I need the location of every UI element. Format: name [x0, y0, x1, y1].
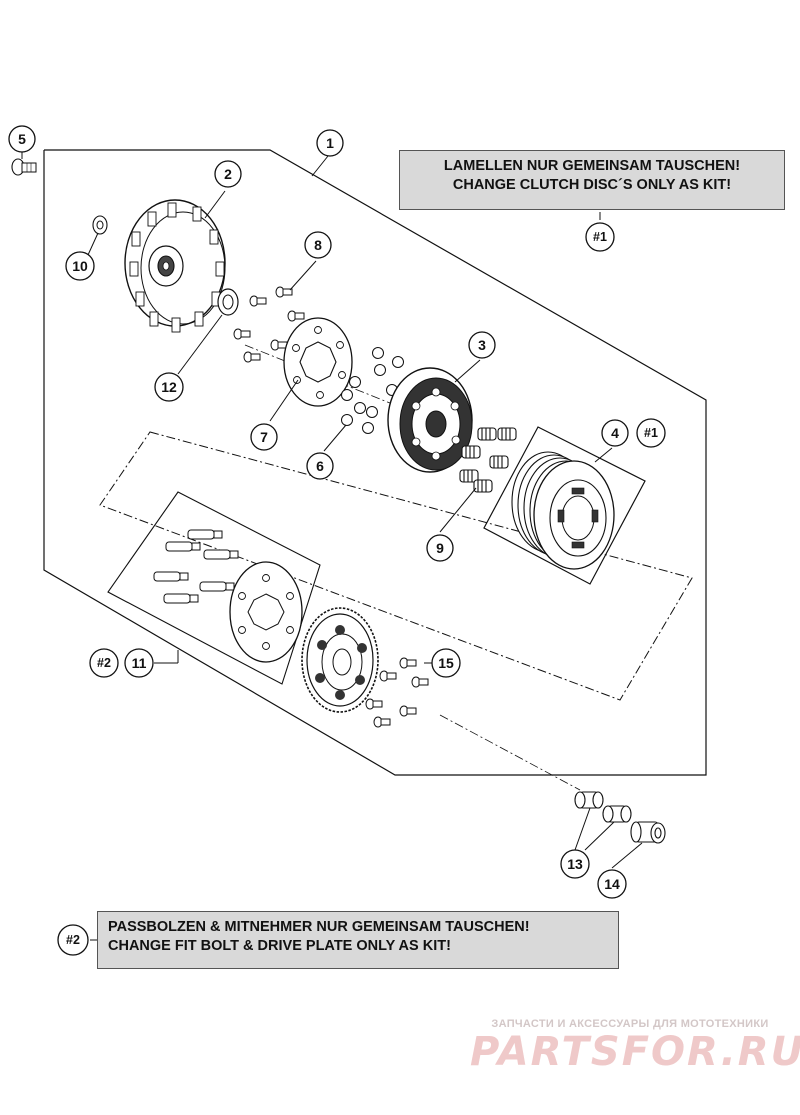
svg-text:11: 11 — [132, 655, 147, 671]
spring — [473, 479, 493, 493]
watermark-tagline: ЗАПЧАСТИ И АКСЕССУАРЫ ДЛЯ МОТОТЕХНИКИ — [491, 1018, 769, 1030]
part-5-bolt — [11, 158, 37, 176]
needle-bearing — [574, 791, 604, 809]
svg-text:5: 5 — [18, 131, 26, 147]
note-1-line-1: LAMELLEN NUR GEMEINSAM TAUSCHEN! — [443, 158, 741, 174]
note-1-line-2: CHANGE CLUTCH DISC´S ONLY AS KIT! — [452, 177, 732, 193]
part-10-washer — [92, 215, 108, 235]
screw — [399, 657, 417, 669]
part-9-springs — [459, 427, 517, 493]
kit-marker-part-11: #2 — [89, 648, 119, 678]
fit-bolt — [165, 541, 201, 552]
part-2-clutch-basket — [124, 199, 226, 333]
svg-text:2: 2 — [224, 166, 232, 182]
callout-8: 8 — [304, 231, 332, 259]
callout-13: 13 — [560, 849, 590, 879]
svg-text:10: 10 — [72, 258, 88, 274]
part-11-drive-plate — [229, 561, 303, 663]
part-14-bushing — [630, 821, 666, 844]
screw — [270, 339, 288, 351]
part-7-retainer-plate — [283, 317, 353, 407]
fit-bolt — [153, 571, 189, 582]
svg-text:#1: #1 — [593, 230, 607, 244]
spring — [489, 455, 509, 469]
svg-text:7: 7 — [260, 429, 268, 445]
callout-6: 6 — [306, 452, 334, 480]
screw — [411, 676, 429, 688]
screw — [249, 295, 267, 307]
part-15-screws — [365, 657, 429, 728]
kit-marker-part-4: #1 — [636, 418, 666, 448]
callout-7: 7 — [250, 423, 278, 451]
screw — [379, 670, 397, 682]
part-4-clutch-disc-pack — [511, 451, 615, 570]
part-11-fit-bolts — [153, 529, 239, 604]
spring — [461, 445, 481, 459]
screw — [275, 286, 293, 298]
screw — [373, 716, 391, 728]
callout-4: 4 — [601, 419, 629, 447]
callout-10: 10 — [65, 251, 95, 281]
screw — [243, 351, 261, 363]
svg-text:#1: #1 — [644, 426, 658, 440]
fit-bolt — [203, 549, 239, 560]
svg-text:4: 4 — [611, 425, 619, 441]
svg-text:13: 13 — [567, 856, 583, 872]
svg-text:#2: #2 — [66, 933, 80, 947]
fit-bolt — [163, 593, 199, 604]
callout-14: 14 — [597, 869, 627, 899]
clutch-disc-kit-note: LAMELLEN NUR GEMEINSAM TAUSCHEN! CHANGE … — [399, 150, 785, 210]
svg-text:9: 9 — [436, 540, 444, 556]
watermark: ЗАПЧАСТИ И АКСЕССУАРЫ ДЛЯ МОТОТЕХНИКИ PA… — [470, 1018, 800, 1075]
primary-gear — [301, 607, 379, 713]
needle-bearing — [602, 805, 632, 823]
callout-9: 9 — [426, 534, 454, 562]
svg-text:#2: #2 — [97, 656, 111, 670]
note-2-line-2: CHANGE FIT BOLT & DRIVE PLATE ONLY AS KI… — [108, 938, 451, 954]
callout-15: 15 — [431, 648, 461, 678]
fit-bolt-kit-frame — [107, 491, 321, 685]
svg-text:3: 3 — [478, 337, 486, 353]
screw — [287, 310, 305, 322]
spring — [477, 427, 497, 441]
spring — [497, 427, 517, 441]
spring — [459, 469, 479, 483]
part-12-thrust-washer — [217, 288, 239, 316]
fit-bolt — [187, 529, 223, 540]
svg-text:15: 15 — [438, 655, 454, 671]
assembly-outline — [43, 149, 707, 776]
callout-2: 2 — [214, 160, 242, 188]
subassembly-dashed-frame — [99, 431, 693, 701]
svg-text:12: 12 — [161, 379, 177, 395]
callout-12: 12 — [154, 372, 184, 402]
svg-text:14: 14 — [604, 876, 620, 892]
axis-line-lower — [439, 714, 581, 791]
screw — [399, 705, 417, 717]
kit-marker-note-1: #1 — [585, 222, 615, 252]
watermark-brand: PARTSFOR.RU — [470, 1029, 800, 1075]
callout-5: 5 — [8, 125, 36, 153]
screw — [233, 328, 251, 340]
svg-text:1: 1 — [326, 135, 334, 151]
leader-lines — [21, 151, 643, 941]
part-8-screws — [233, 286, 305, 363]
note-2-line-1: PASSBOLZEN & MITNEHMER NUR GEMEINSAM TAU… — [108, 919, 530, 935]
kit-marker-note-2: #2 — [57, 924, 89, 956]
fit-bolt — [199, 581, 235, 592]
screw — [365, 698, 383, 710]
part-13-needle-bearings — [574, 791, 632, 823]
part-3-inner-hub — [387, 367, 473, 473]
callout-3: 3 — [468, 331, 496, 359]
svg-text:6: 6 — [316, 458, 324, 474]
fit-bolt-kit-note: PASSBOLZEN & MITNEHMER NUR GEMEINSAM TAU… — [97, 911, 619, 969]
svg-text:8: 8 — [314, 237, 322, 253]
clutch-disc-kit-frame — [483, 426, 646, 585]
callout-1: 1 — [316, 129, 344, 157]
callout-11: 11 — [124, 648, 154, 678]
